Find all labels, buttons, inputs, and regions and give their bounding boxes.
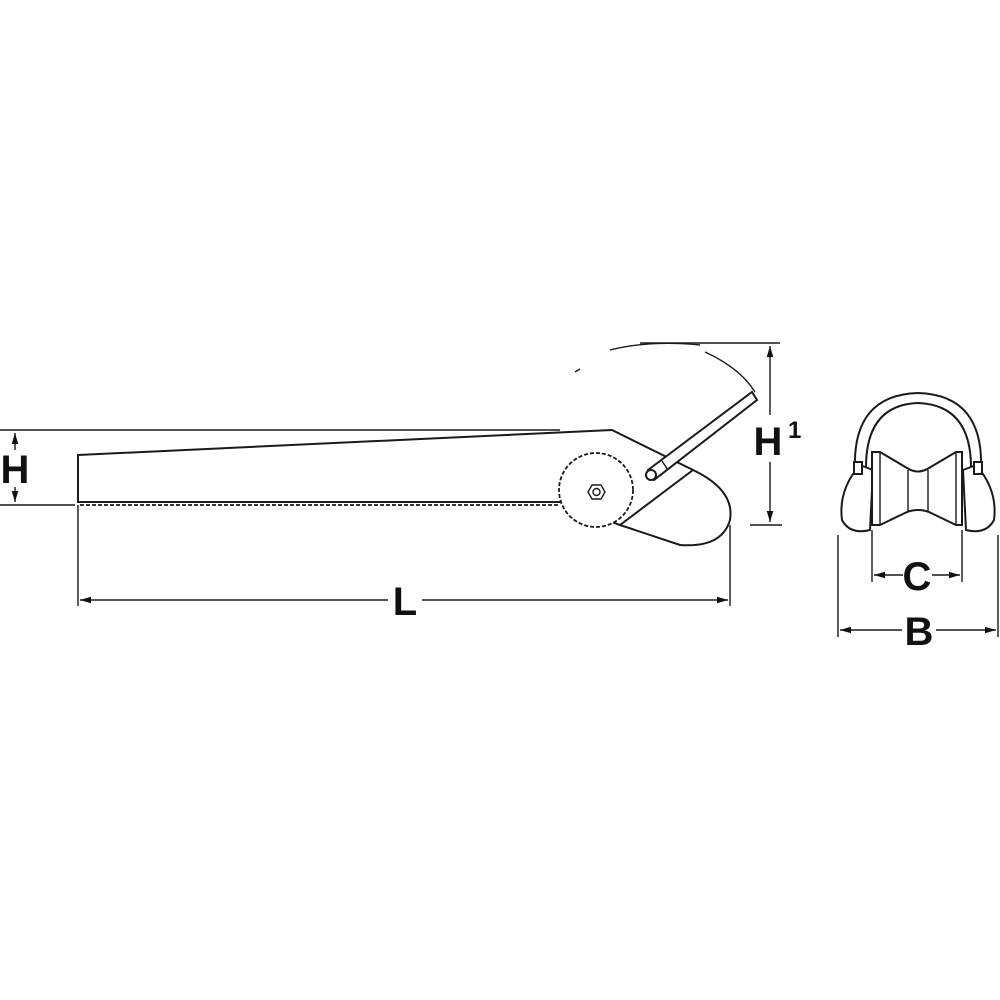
roller-profile [871,451,963,526]
dimension-label-c: C [903,555,932,599]
dimension-label-h: H [1,448,30,492]
end-view [840,391,996,533]
right-bolt [973,461,983,475]
dimension-c: C [871,530,963,599]
dimension-h: H [0,429,560,506]
pin-swing-arc [574,342,756,393]
roller-body [77,428,732,547]
left-bolt [853,461,863,475]
hex-nut-icon [587,484,606,500]
dimension-label-l: L [393,580,417,624]
dimension-label-h1-superscript: 1 [788,417,801,444]
dimension-h1: H 1 [640,342,801,526]
dimension-label-h1: H [754,420,783,464]
dimension-l: L [77,505,731,624]
locking-pin [645,390,759,482]
nut-bore [592,487,601,497]
side-plate-edge [619,469,694,526]
roller-wheel [558,452,634,528]
side-view [77,342,759,547]
dimension-b: B [837,535,999,654]
dimension-label-b: B [905,610,934,654]
right-cheek-plate [961,463,996,533]
left-cheek-plate [840,463,875,533]
